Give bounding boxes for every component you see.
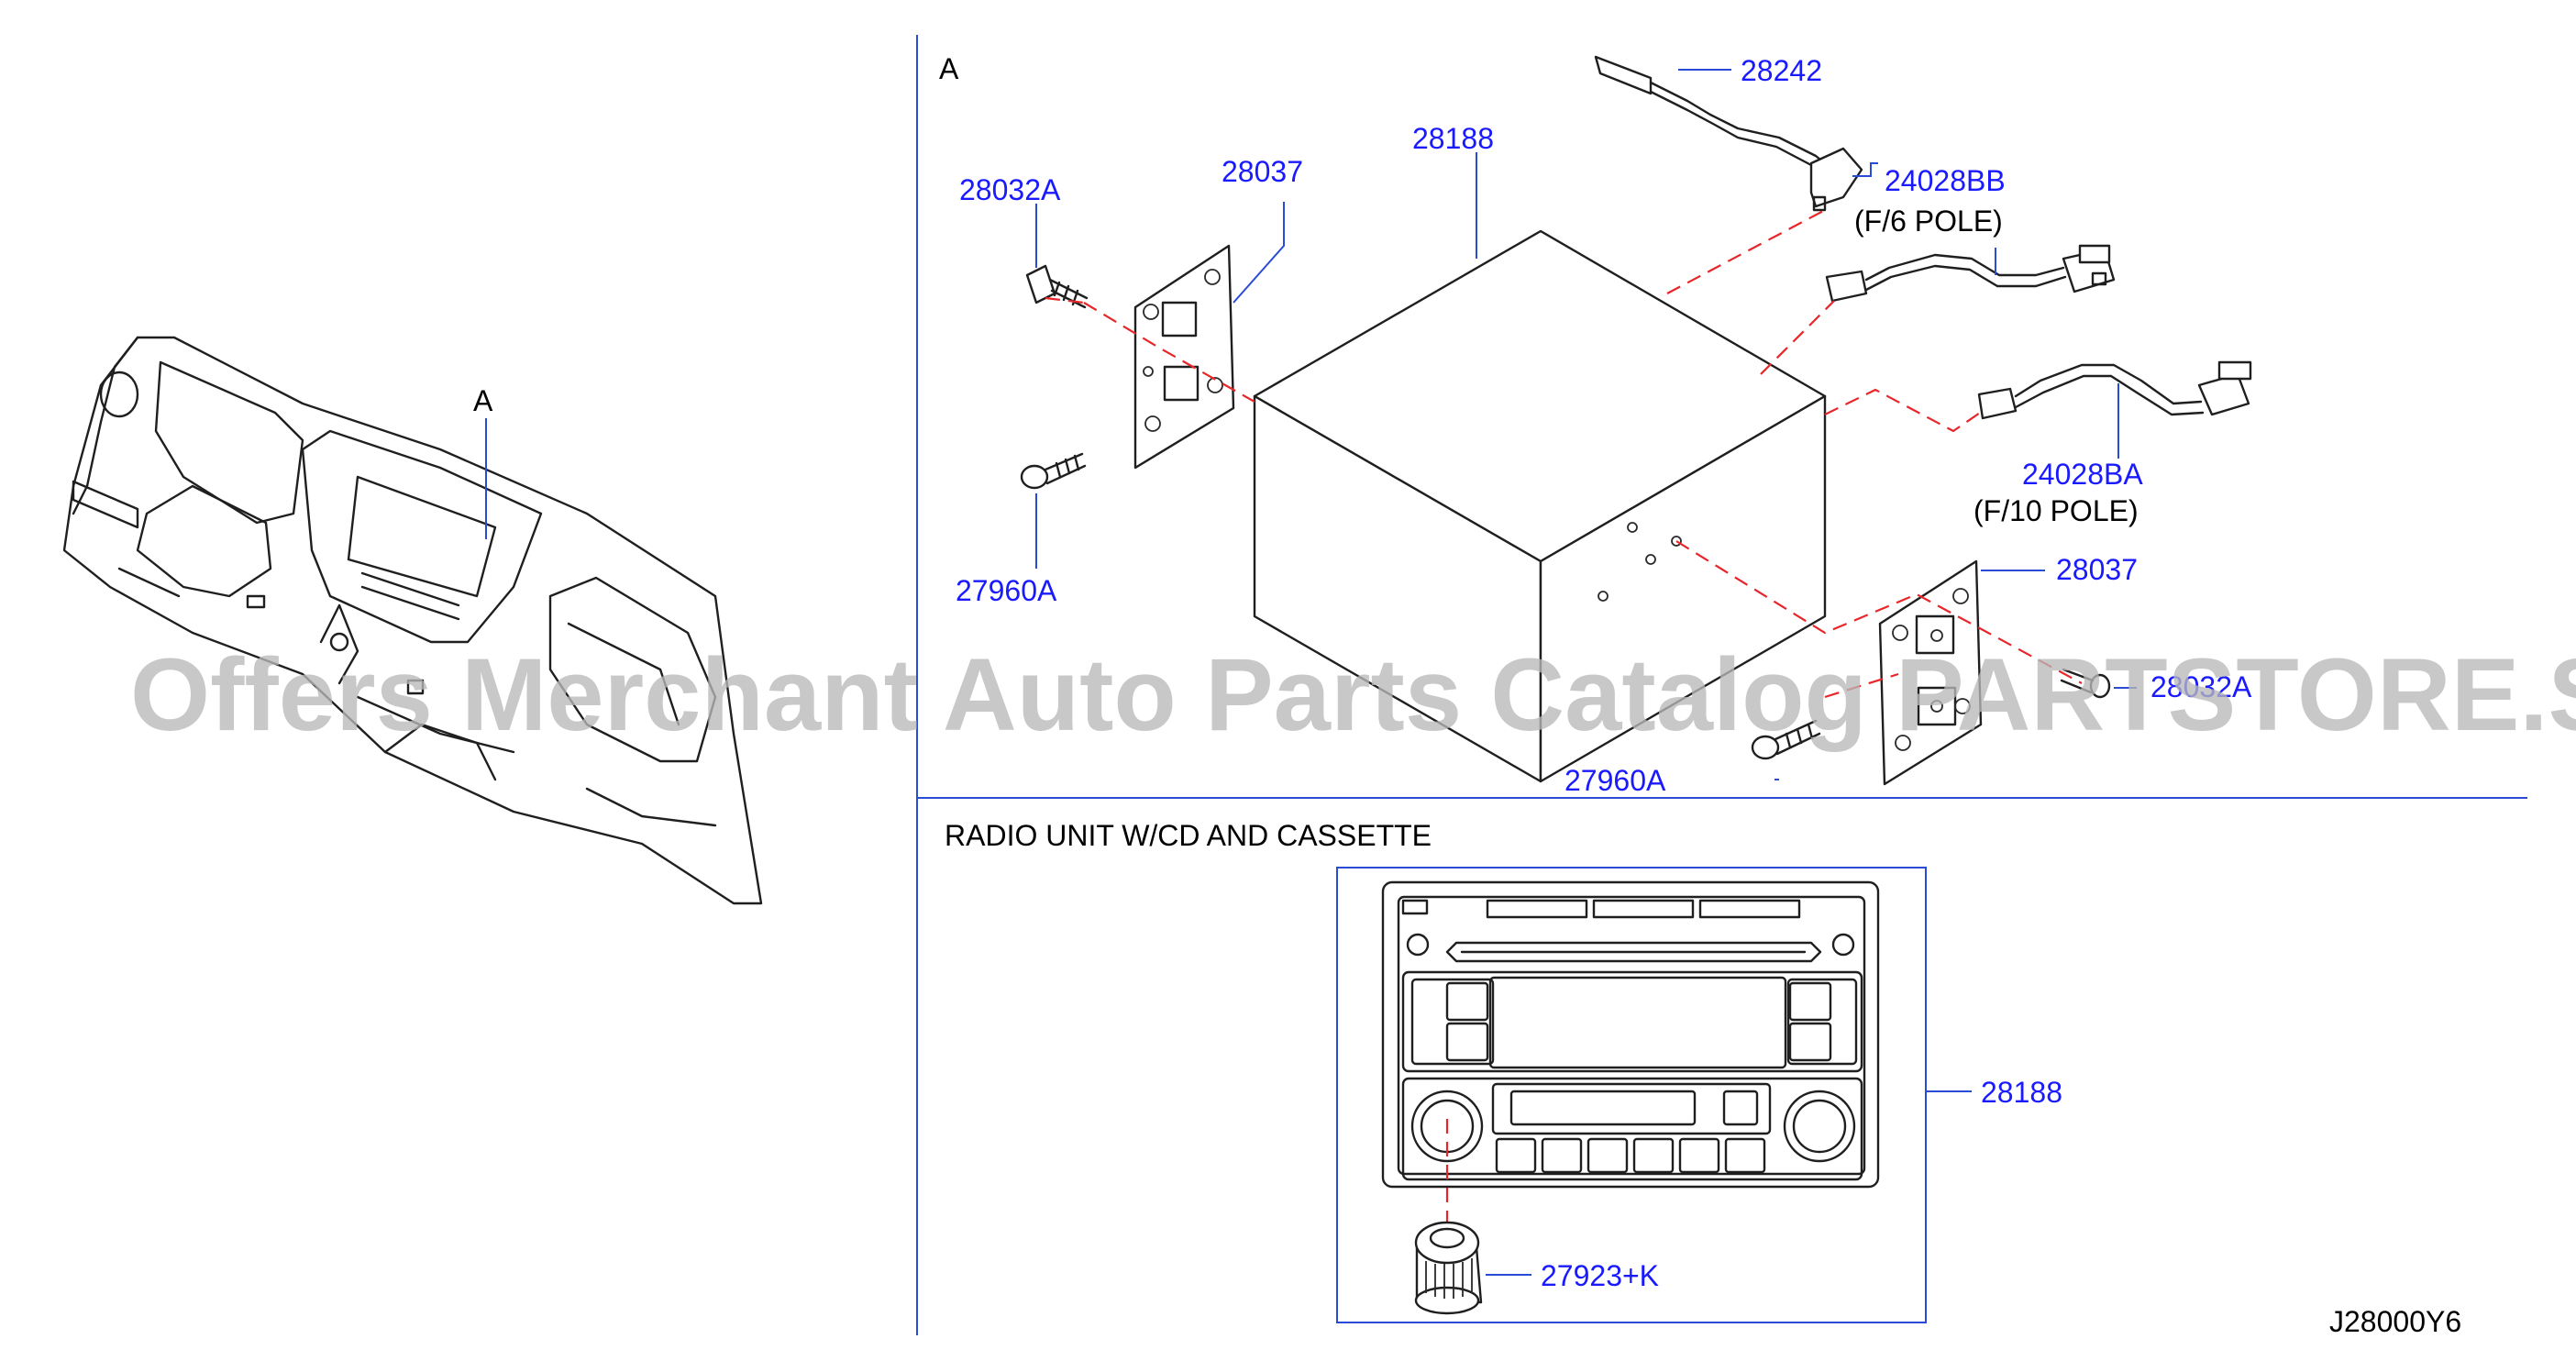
label-24028bb: 24028BB bbox=[1885, 164, 2006, 197]
label-28032a-top: 28032A bbox=[959, 173, 1061, 206]
label-28188-top: 28188 bbox=[1412, 122, 1494, 155]
dashboard-illustration: A bbox=[62, 336, 763, 905]
screw-27960a-bottom bbox=[1751, 719, 1821, 760]
knob-27923k bbox=[1414, 1119, 1483, 1315]
watermark-text: Offers Merchant Auto Parts Catalog PARTS… bbox=[130, 637, 2576, 752]
radio-box-28188 bbox=[1253, 229, 1827, 783]
diagram-code: J28000Y6 bbox=[2329, 1305, 2461, 1338]
label-24028ba: 24028BA bbox=[2022, 458, 2143, 491]
label-28037-right: 28037 bbox=[2056, 553, 2138, 586]
section-title: RADIO UNIT W/CD AND CASSETTE bbox=[945, 819, 1432, 852]
label-28242: 28242 bbox=[1741, 54, 1822, 87]
label-28037-top: 28037 bbox=[1222, 155, 1303, 188]
screw-27960a-left bbox=[1020, 452, 1087, 490]
radio-faceplate-28188 bbox=[1381, 880, 1880, 1189]
label-24028bb-note: (F/6 POLE) bbox=[1854, 205, 2003, 238]
label-27960a-left: 27960A bbox=[956, 574, 1057, 607]
label-28032a-right: 28032A bbox=[2150, 670, 2252, 703]
frame bbox=[916, 35, 2527, 1335]
right-bracket-28037 bbox=[1878, 559, 1983, 786]
radio-detail-frame bbox=[1336, 867, 1927, 1323]
assembly-guides bbox=[1045, 208, 2083, 699]
screw-28032a-top bbox=[1025, 264, 1089, 309]
dash-callout-label: A bbox=[473, 384, 493, 417]
leader-lines-top bbox=[1035, 69, 2137, 780]
left-bracket-28037 bbox=[1133, 244, 1235, 470]
label-27923k: 27923+K bbox=[1541, 1259, 1659, 1292]
harness-24028ba bbox=[1977, 360, 2252, 420]
harness-24028bb bbox=[1825, 244, 2116, 303]
section-callout-label: A bbox=[939, 52, 959, 85]
antenna-cable-28242 bbox=[1594, 55, 1863, 212]
label-27960a-bottom: 27960A bbox=[1564, 764, 1666, 797]
screw-28032a-right bbox=[2060, 668, 2111, 699]
label-28188-radio: 28188 bbox=[1981, 1076, 2062, 1109]
label-24028ba-note: (F/10 POLE) bbox=[1973, 494, 2139, 527]
leader-lines-radio bbox=[1486, 1090, 1972, 1276]
